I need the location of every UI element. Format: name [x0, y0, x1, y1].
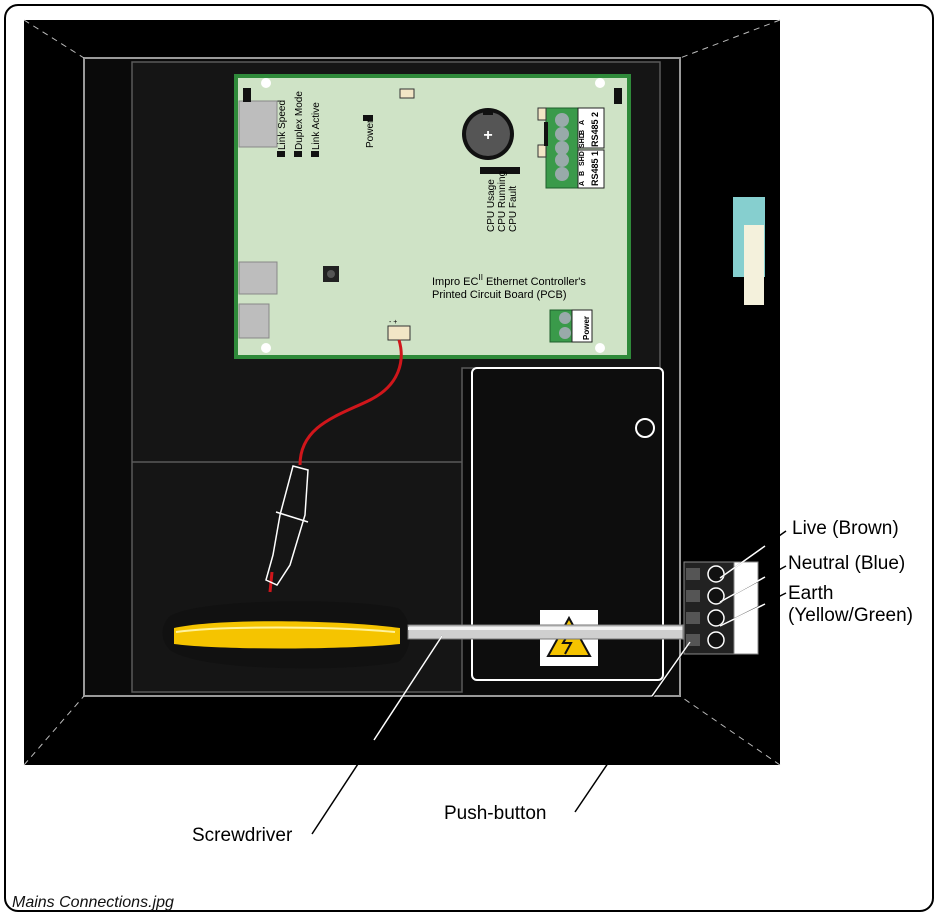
callout-push-button: Push-button — [444, 803, 547, 824]
rs485-1-terminal-shd: SHD — [579, 151, 586, 166]
callout-live: Live (Brown) — [792, 518, 899, 539]
callout-earth-line2: (Yellow/Green) — [788, 605, 913, 626]
cpu-fault-label: CPU Fault — [508, 186, 519, 232]
cpu-running-label: CPU Running — [497, 171, 508, 232]
transformer-cover — [471, 367, 664, 681]
mains-terminal-block — [683, 561, 759, 655]
rs485-2-label: RS485 2 — [590, 112, 600, 147]
rs485-1-terminal-b: B — [579, 171, 586, 176]
connector-polarity-label: - + — [389, 319, 397, 326]
led-label-duplex-mode: Duplex Mode — [294, 91, 305, 150]
pcb-description-line2: Printed Circuit Board (PCB) — [432, 289, 567, 301]
rs485-2-terminal-b: B — [579, 130, 586, 135]
rs485-1-label: RS485 1 — [590, 151, 600, 186]
callout-neutral: Neutral (Blue) — [788, 553, 906, 574]
led-label-power: Power — [365, 119, 376, 148]
callout-earth: Earth (Yellow/Green) — [788, 583, 913, 627]
rs485-2-terminal-shd: SHD — [579, 133, 586, 148]
rs485-1-terminal-a: A — [579, 181, 586, 186]
image-caption: Mains Connections.jpg — [12, 894, 174, 911]
callout-screwdriver: Screwdriver — [192, 825, 293, 846]
led-label-link-speed: Link Speed — [277, 100, 288, 150]
power-terminal-label: Power — [582, 316, 591, 340]
cpu-usage-label: CPU Usage — [486, 179, 497, 232]
led-label-link-active: Link Active — [311, 102, 322, 150]
pcb-board: + Link Speed Duplex Mode Link Active Pow… — [234, 74, 631, 359]
rs485-2-terminal-a: A — [579, 120, 586, 125]
battery-plus-label: + — [483, 127, 492, 144]
side-latch — [733, 197, 765, 305]
pcb-description-line1: Impro ECII Ethernet Controller's — [432, 273, 586, 288]
power-cable — [265, 339, 403, 593]
callout-earth-line1: Earth — [788, 583, 834, 604]
